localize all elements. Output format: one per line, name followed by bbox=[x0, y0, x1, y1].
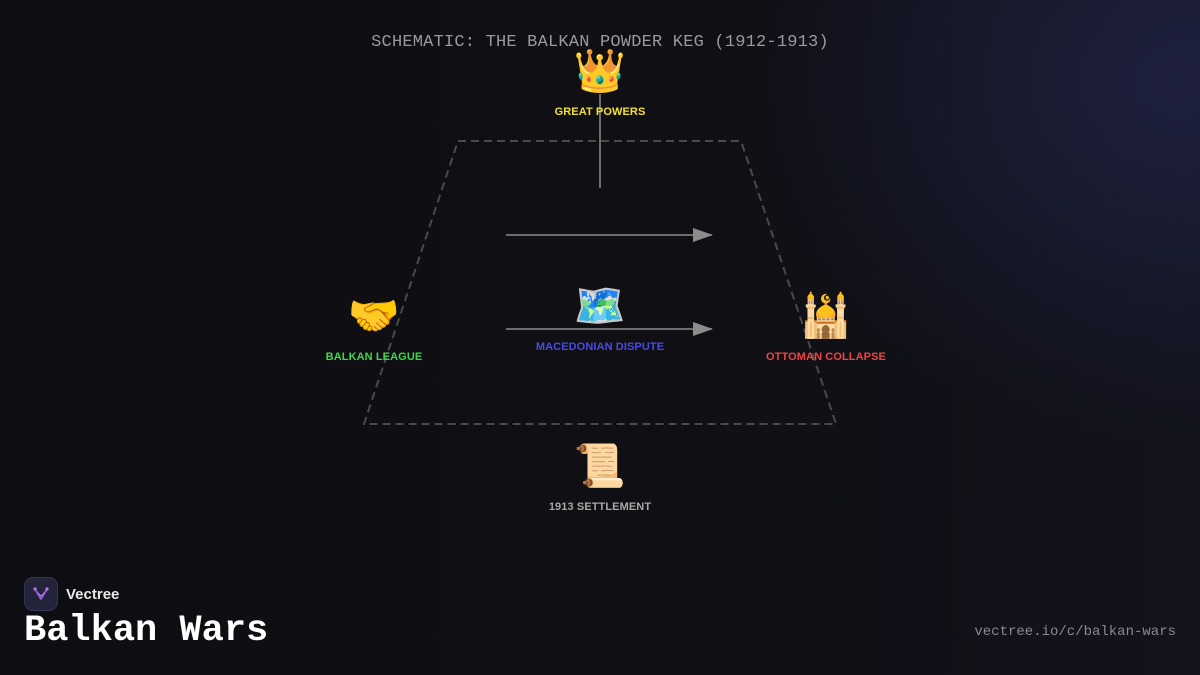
node-great-powers: 👑 GREAT POWERS bbox=[490, 46, 710, 118]
world-map-icon: 🗺️ bbox=[573, 282, 627, 329]
brand: Vectree bbox=[24, 577, 119, 611]
topic-title: Balkan Wars bbox=[24, 610, 269, 652]
node-macedonian-dispute: 🗺️ MACEDONIAN DISPUTE bbox=[490, 281, 710, 353]
node-label-1913-settlement: 1913 SETTLEMENT bbox=[548, 501, 652, 513]
node-balkan-league: 🤝 BALKAN LEAGUE bbox=[264, 291, 484, 363]
vectree-logo-icon bbox=[24, 577, 58, 611]
node-1913-settlement: 📜 1913 SETTLEMENT bbox=[490, 441, 710, 513]
keg-frame bbox=[362, 140, 838, 425]
diagram-title: SCHEMATIC: THE BALKAN POWDER KEG (1912-1… bbox=[371, 33, 829, 52]
brand-name: Vectree bbox=[66, 585, 120, 603]
node-label-great-powers: GREAT POWERS bbox=[554, 106, 646, 118]
handshake-icon: 🤝 bbox=[347, 292, 401, 339]
node-label-ottoman-collapse: OTTOMAN COLLAPSE bbox=[766, 351, 886, 363]
node-label-macedonian-dispute: MACEDONIAN DISPUTE bbox=[535, 341, 665, 353]
node-ottoman-collapse: 🕌 OTTOMAN COLLAPSE bbox=[716, 291, 936, 363]
source-url[interactable]: vectree.io/c/balkan-wars bbox=[974, 624, 1176, 640]
scroll-icon: 📜 bbox=[573, 442, 627, 489]
node-label-balkan-league: BALKAN LEAGUE bbox=[325, 351, 423, 363]
mosque-icon: 🕌 bbox=[799, 292, 853, 339]
crown-icon: 👑 bbox=[573, 47, 627, 94]
